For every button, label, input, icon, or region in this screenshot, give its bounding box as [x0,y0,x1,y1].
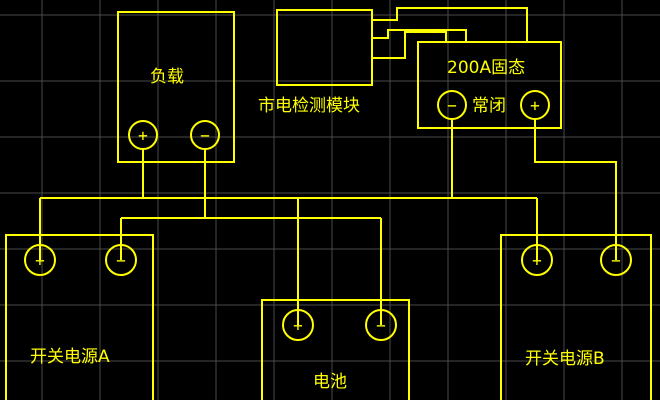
psu-b-label: 开关电源B [525,349,605,369]
battery-plus-sign: + [293,316,303,335]
battery-box [261,299,410,400]
load-label: 负载 [150,67,184,87]
battery-minus-terminal [365,309,397,341]
load-plus-terminal [128,120,158,150]
psu-a-minus-terminal [105,244,137,276]
ssr-minus-terminal [437,90,467,120]
psu-b-plus-sign: + [532,251,542,270]
ssr-box [417,41,562,129]
psu-a-plus-terminal [24,244,56,276]
ssr-minus-sign: − [447,96,457,115]
ssr-label: 200A固态 [447,58,525,78]
psu-a-label: 开关电源A [30,347,110,367]
wires [39,7,617,325]
battery-label: 电池 [313,372,347,392]
ssr-nc-label: 常闭 [472,96,506,116]
ssr-plus-terminal [520,90,550,120]
mains-module-label: 市电检测模块 [258,96,360,116]
load-box [117,11,235,163]
psu-a-plus-sign: + [35,251,45,270]
psu-b-box [500,234,652,400]
battery-minus-sign: − [376,316,386,335]
load-minus-sign: − [200,126,210,145]
psu-a-minus-sign: − [116,251,126,270]
load-minus-terminal [190,120,220,150]
mains-detect-module-box [276,9,373,86]
psu-a-box [5,234,154,400]
psu-b-minus-terminal [600,244,632,276]
psu-b-minus-sign: − [611,251,621,270]
load-plus-sign: + [138,126,148,145]
ssr-plus-sign: + [530,96,540,115]
psu-b-plus-terminal [521,244,553,276]
battery-plus-terminal [282,309,314,341]
